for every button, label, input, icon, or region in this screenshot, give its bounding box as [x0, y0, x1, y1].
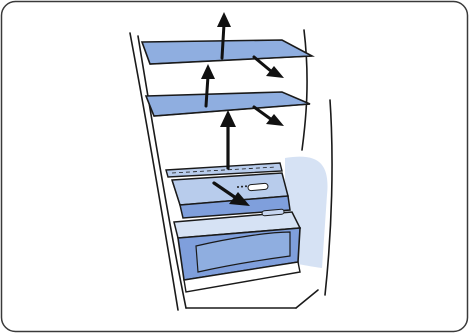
control-slider	[248, 183, 268, 191]
